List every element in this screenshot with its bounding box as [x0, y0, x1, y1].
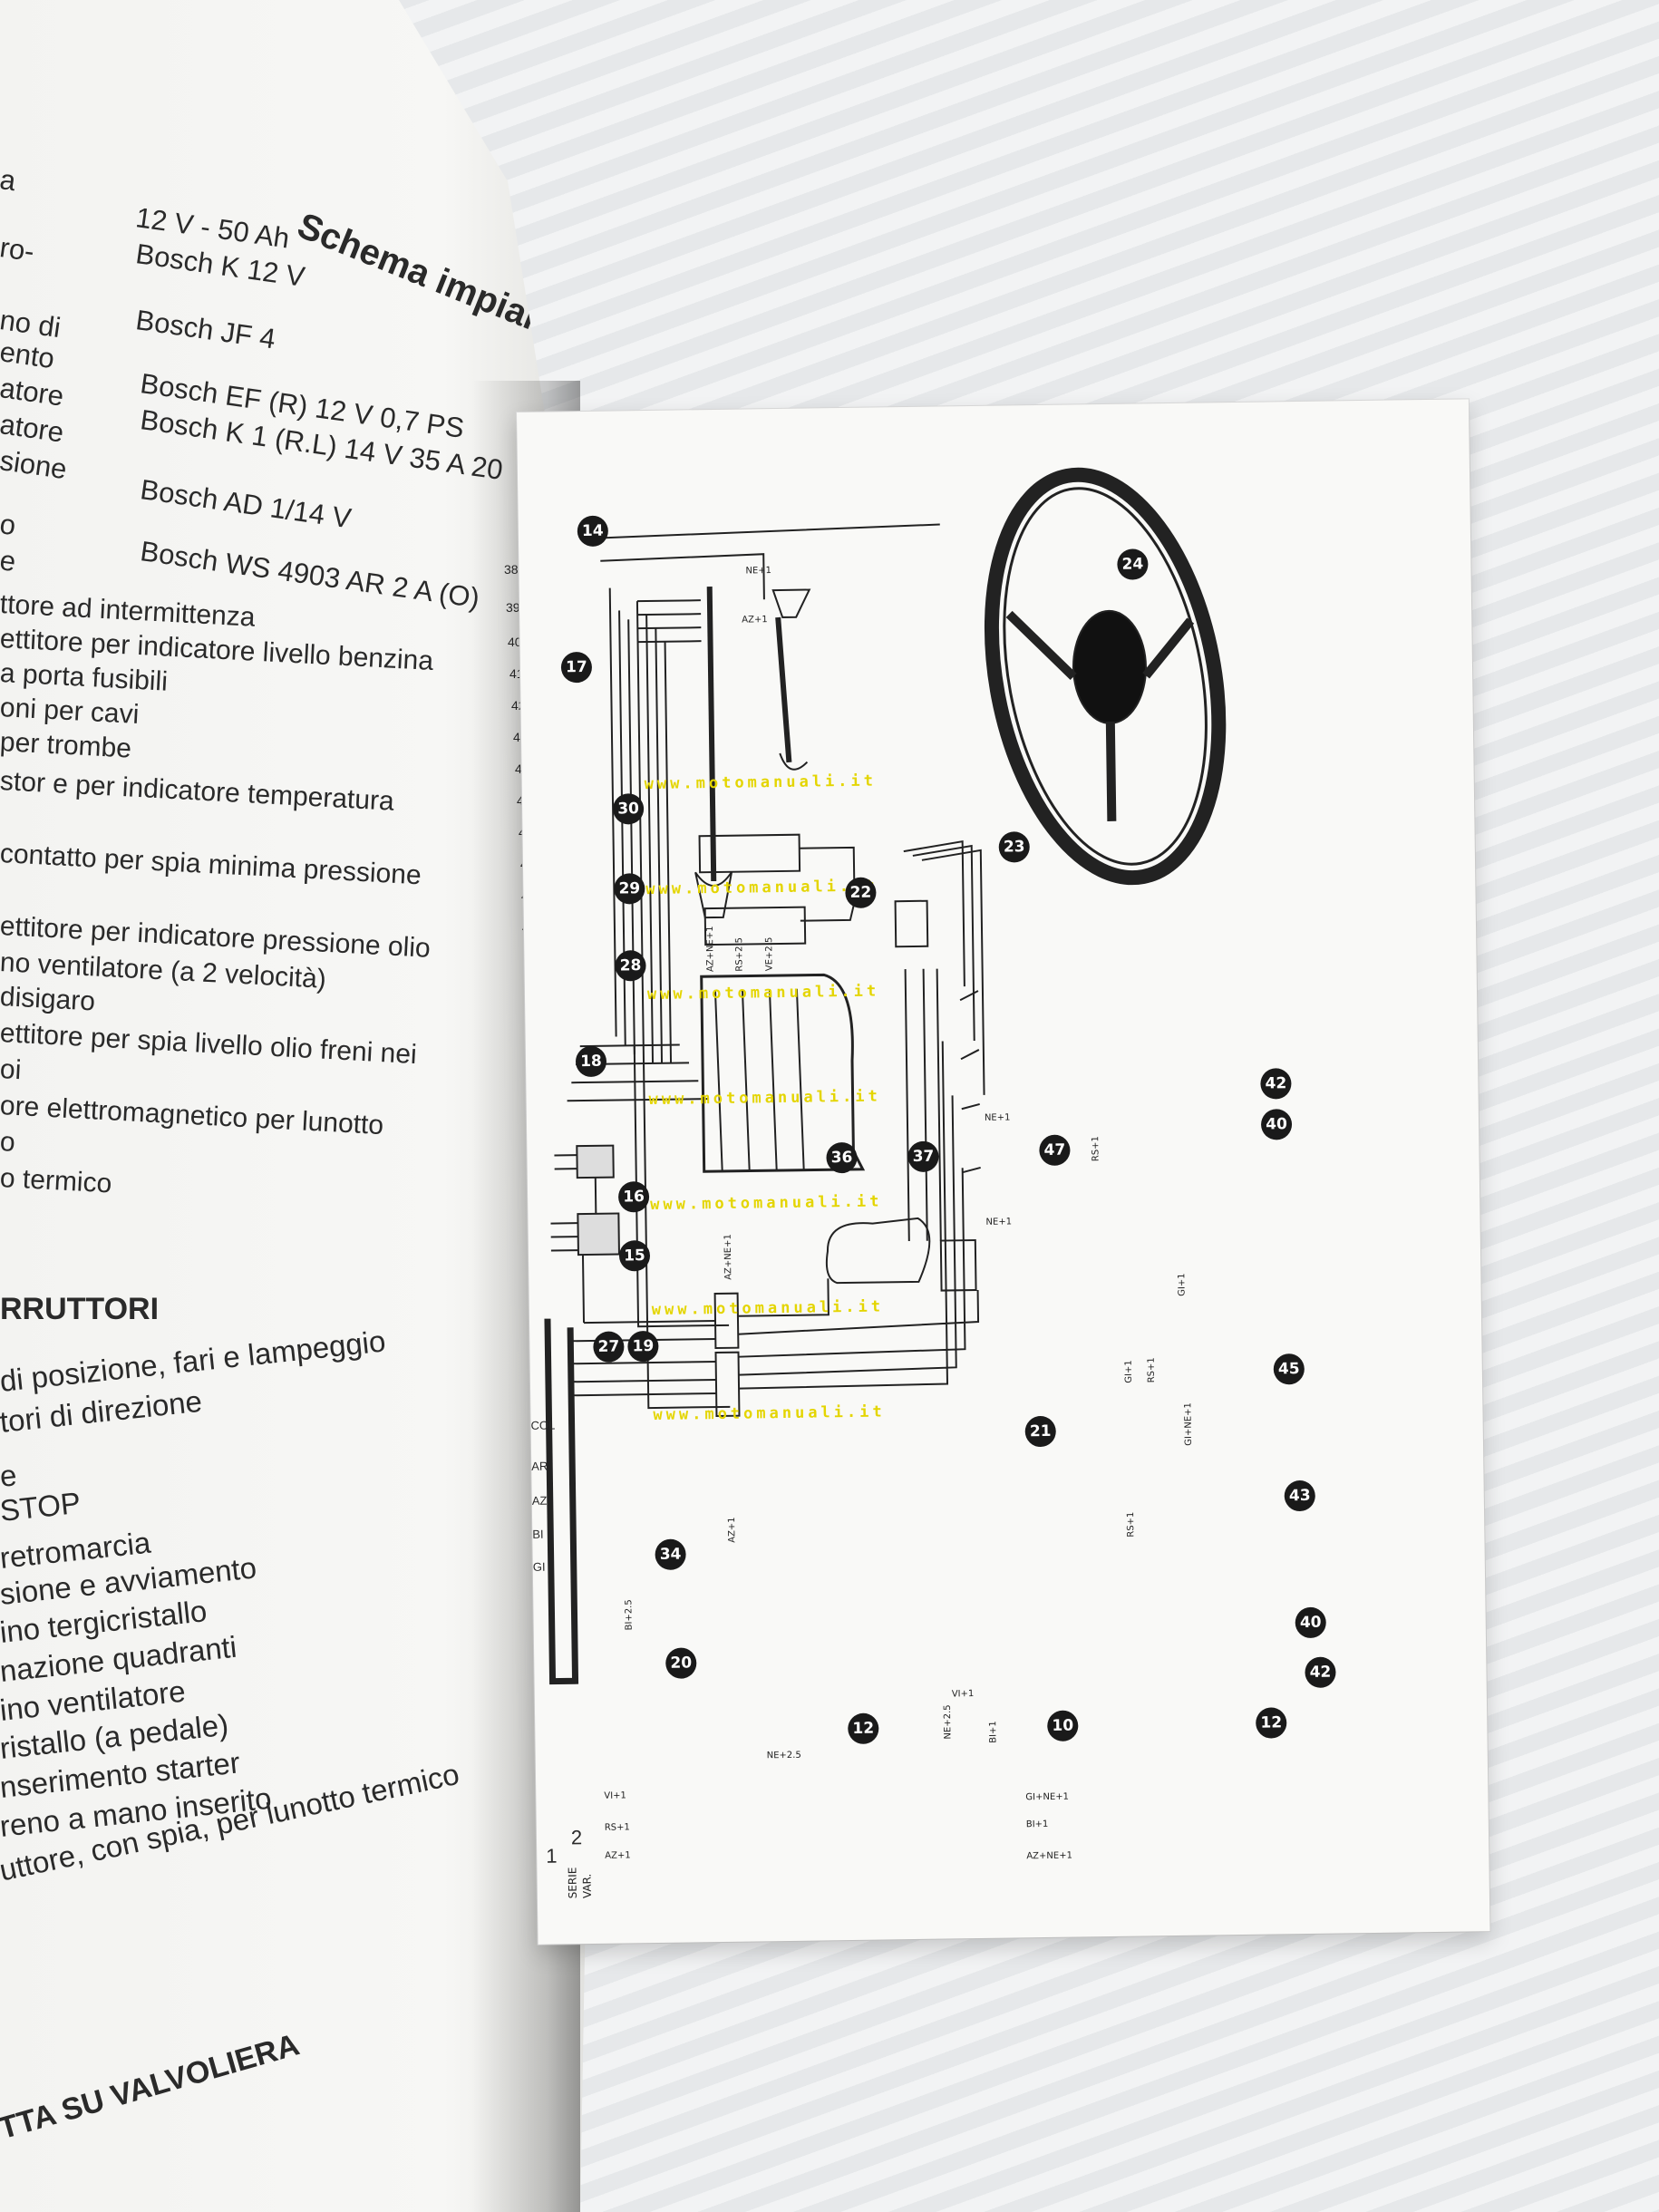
- legend-line: disigaro: [0, 982, 96, 1017]
- wire-label: NE+2.5: [766, 1750, 801, 1761]
- wire-label: AZ+1: [742, 615, 768, 626]
- watermark: www.motomanuali.it: [645, 877, 878, 899]
- legend-line: per trombe: [0, 727, 132, 764]
- inset-label: VAR.: [580, 1873, 594, 1899]
- wire-label: RS+2.5: [734, 936, 745, 972]
- inset-label: 1: [546, 1844, 558, 1868]
- legend-line: oni per cavi: [0, 693, 141, 731]
- margin-number: 40: [508, 635, 522, 649]
- switch-line: e: [0, 1458, 19, 1493]
- watermark: www.motomanuali.it: [651, 1297, 885, 1320]
- wire-label: GI+NE+1: [1025, 1791, 1070, 1803]
- wire-label: NE+2.5: [942, 1704, 954, 1740]
- page-title: Schema impianto: [291, 205, 586, 355]
- wire-label: RS+1: [1146, 1357, 1158, 1383]
- margin-number: 39: [506, 600, 520, 615]
- wire-label: NE+1: [984, 1112, 1011, 1123]
- legend-line: o: [0, 1127, 16, 1158]
- wire-label: AZ+NE+1: [704, 926, 716, 973]
- wiring-diagram: [544, 467, 1227, 1685]
- legend-line: stor e per indicatore temperatura: [0, 766, 395, 817]
- spec-label: sione: [0, 444, 69, 486]
- spec-label: ro-: [0, 231, 37, 268]
- bottom-tag: TTA SU VALVOLIERA: [0, 2027, 304, 2147]
- inset-label: SERIE: [566, 1867, 579, 1899]
- legend-line: ettitore per spia livello olio freni nei: [0, 1018, 418, 1071]
- wire-label: AZ+NE+1: [1026, 1850, 1072, 1862]
- spec-label: a: [0, 163, 18, 198]
- legend-line: ore elettromagnetico per lunotto: [0, 1091, 384, 1141]
- wire-label: NE+1: [985, 1217, 1013, 1227]
- steering-wheel: [984, 467, 1227, 886]
- wire-label: RS+1: [1125, 1511, 1137, 1538]
- legend-line: contatto per spia minima pressione: [0, 839, 422, 891]
- color-code: COL: [530, 1418, 556, 1432]
- wire-label: BI+1: [1025, 1819, 1049, 1830]
- wire-label: BI+1: [988, 1721, 999, 1743]
- watermark: www.motomanuali.it: [644, 771, 878, 794]
- watermark: www.motomanuali.it: [650, 1192, 883, 1215]
- spec-label: atore: [0, 408, 66, 449]
- wire-label: VI+1: [604, 1790, 626, 1801]
- margin-number: 38: [504, 562, 519, 577]
- wire-label: GI+NE+1: [1183, 1402, 1194, 1446]
- color-code: BI: [532, 1527, 544, 1541]
- spec-value: Bosch AD 1/14 V: [138, 473, 354, 535]
- wire-label: GI+1: [1123, 1360, 1135, 1383]
- watermark: www.motomanuali.it: [653, 1402, 886, 1425]
- legend-line: a porta fusibili: [0, 658, 169, 697]
- wire-label: NE+1: [745, 566, 772, 577]
- wire-label: AZ+NE+1: [723, 1234, 734, 1280]
- spec-label: e: [0, 544, 18, 578]
- color-code: GI: [532, 1559, 546, 1574]
- color-code: AR: [531, 1459, 548, 1473]
- legend-line: oi: [0, 1054, 23, 1086]
- spec-label: ento: [0, 335, 57, 375]
- wire-label: VI+1: [951, 1689, 975, 1700]
- wire-label: BI+2.5: [624, 1599, 635, 1631]
- wire-label: VE+2.5: [764, 936, 775, 972]
- spec-label: o: [0, 508, 18, 542]
- inset-label: 2: [570, 1826, 583, 1849]
- watermark: www.motomanuali.it: [646, 982, 880, 1004]
- switch-heading: RRUTTORI: [0, 1292, 160, 1326]
- wire-label: GI+1: [1177, 1273, 1188, 1296]
- wire-label: AZ+1: [605, 1850, 631, 1861]
- wire-label: RS+1: [1091, 1136, 1101, 1162]
- watermark: www.motomanuali.it: [648, 1087, 881, 1110]
- left-page: Schema impianto a ro- no di ento atore a…: [0, 0, 598, 2212]
- wire-label: AZ+1: [727, 1517, 738, 1543]
- legend-line: o termico: [0, 1163, 113, 1199]
- switch-line: STOP: [0, 1485, 82, 1528]
- spec-label: atore: [0, 372, 66, 412]
- color-code: AZ: [531, 1493, 548, 1508]
- wire-label: RS+1: [604, 1822, 630, 1833]
- right-page: www.motomanuali.it www.motomanuali.it ww…: [517, 399, 1490, 1945]
- spec-value: Bosch JF 4: [133, 304, 278, 355]
